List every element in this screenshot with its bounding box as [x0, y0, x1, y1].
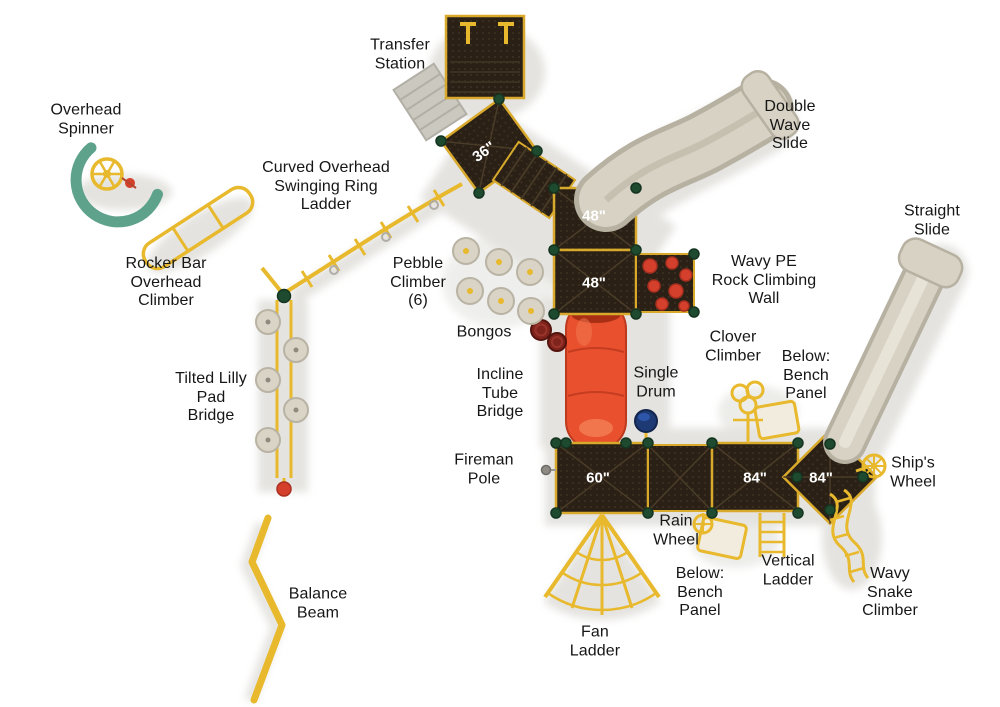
label-clover-climber: Clover Climber: [705, 328, 761, 364]
label-wavy-snake-climber: Wavy Snake Climber: [862, 565, 918, 620]
label-straight-slide: Straight Slide: [904, 202, 960, 238]
label-single-drum: Single Drum: [633, 364, 679, 400]
deck-size-60: 60": [586, 469, 610, 487]
fan-ladder: [543, 513, 661, 615]
label-tilted-lilly-pad-bridge: Tilted Lilly Pad Bridge: [175, 370, 247, 425]
label-transfer-station: Transfer Station: [370, 36, 430, 72]
label-incline-tube-bridge: Incline Tube Bridge: [476, 366, 524, 421]
label-bongos: Bongos: [456, 323, 512, 341]
deck-size-84-right: 84": [809, 469, 833, 487]
label-pebble-climber: Pebble Climber (6): [390, 255, 446, 310]
lilly-pad-bridge-equipment: [255, 300, 309, 497]
rocker-bar-equipment: [141, 185, 255, 271]
wavy-snake-climber: [829, 488, 870, 583]
deck-posts: [435, 93, 869, 519]
clover-climber: [730, 380, 765, 443]
deck-48-lower: [552, 248, 638, 316]
ring-ladder-equipment: [284, 182, 463, 294]
bongos-instrument: [530, 319, 567, 352]
label-vertical-ladder: Vertical Ladder: [761, 552, 815, 588]
bench-panel-upper: [753, 399, 801, 441]
label-ships-wheel: Ship's Wheel: [890, 454, 936, 490]
fireman-pole-equipment: [540, 464, 556, 476]
single-drum: [634, 409, 658, 443]
deck-size-84-left: 84": [743, 469, 767, 487]
label-rocker-bar-climber: Rocker Bar Overhead Climber: [125, 255, 207, 310]
bridge-deck-section: [647, 444, 713, 512]
double-wave-slide: [574, 70, 800, 232]
vertical-ladder: [758, 513, 786, 557]
rain-wheel: [692, 513, 714, 535]
pebble-climber-steps: [452, 237, 545, 325]
label-rain-wheel: Rain Wheel: [653, 512, 699, 548]
rock-climbing-wall: [635, 253, 695, 313]
deck-size-48-lower: 48": [582, 274, 606, 292]
deck-size-48-upper: 48": [582, 207, 606, 225]
overhead-spinner-equipment: [70, 142, 163, 228]
label-curved-overhead-ladder: Curved Overhead Swinging Ring Ladder: [262, 159, 390, 214]
junction-post: [260, 266, 292, 304]
label-double-wave-slide: Double Wave Slide: [764, 98, 816, 153]
label-below-bench-panel-upper: Below: Bench Panel: [781, 348, 831, 403]
deck-60: [554, 441, 650, 515]
balance-beam-equipment: [248, 514, 286, 704]
transfer-station-structure: [392, 14, 526, 142]
straight-slide: [823, 237, 964, 464]
ships-wheel: [855, 453, 887, 479]
label-overhead-spinner: Overhead Spinner: [50, 101, 122, 137]
label-balance-beam: Balance Beam: [288, 585, 348, 621]
label-fireman-pole: Fireman Pole: [454, 451, 514, 487]
label-below-bench-panel-lower: Below: Bench Panel: [675, 565, 725, 620]
incline-tube-bridge: [565, 299, 627, 451]
label-fan-ladder: Fan Ladder: [569, 623, 621, 659]
label-wavy-pe-wall: Wavy PE Rock Climbing Wall: [711, 253, 817, 308]
